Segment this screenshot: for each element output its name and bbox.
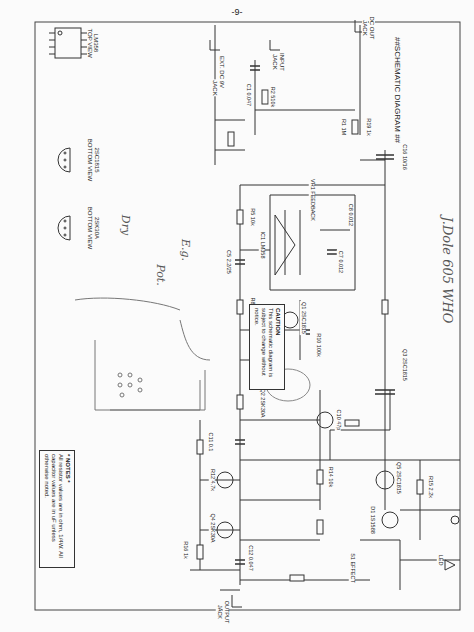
component-label: Q4 2SK30A [209,512,215,543]
part-number: 2SK30A [94,216,100,240]
component-label: LED [437,554,443,567]
component-label: R10 100k [315,332,321,358]
frame [35,22,460,610]
node-heading: * NOTES * [64,454,71,564]
jack-label: DC OUT [369,16,375,41]
wire [240,195,355,290]
pinout-label: BOTTOM VIEW [87,206,93,251]
component-label: C16 10/16 [401,143,407,170]
component-label: Q2 2SK30A [259,387,265,418]
diagram-title: ##SCHEMATIC DIAGRAM ## [393,36,401,144]
node-heading: CAUTION [274,308,281,386]
node-body: This schematic diagram is subject to cha… [253,308,274,386]
wire [240,150,385,585]
component-label: C5 2.2/25 [225,249,231,275]
component-label: D1 1S1588 [369,505,375,535]
component-label: Q1 2SC1815 [300,301,306,335]
component-label: IC1 LM358 [259,231,265,260]
handwritten-note: Dry [120,214,131,236]
component-label: R19 1k [365,117,371,136]
jack-symbol [210,20,459,607]
node-body: All resistor values are in ohm, 1/4W. Al… [43,454,64,564]
jack-label: JACK [272,53,278,70]
component-label: R12 4.7k [209,468,215,492]
part-number: LM358 [93,33,99,53]
component-label: R14 10k [327,466,333,489]
component-label: R16 1k [182,540,188,559]
pinout-label: TOP VIEW [87,27,93,58]
opamp-symbol [275,215,295,275]
pinout-label: BOTTOM VIEW [87,138,93,183]
jack-label: OUTPUT [223,600,229,625]
jack-label: EXT. DC 9V [219,55,225,89]
component-label: C11 0.1 [207,432,213,453]
capacitor-symbol [235,66,395,564]
component-label: C1 0.047 [245,83,251,107]
jack-label: JACK [362,19,368,36]
jack-label: JACK [212,79,218,96]
transistor-pinout [58,148,70,240]
handwritten-note: J.Dole 605 WHO [441,216,454,325]
component-label: R2 510k [269,86,275,109]
jack-label: JACK [216,604,222,620]
component-label: C8 0.012 [347,203,353,227]
page-number: -9- [231,8,244,17]
wire [330,390,460,590]
handwritten-sketch [75,298,210,410]
caution-box: CAUTIONThis schematic diagram is subject… [249,304,285,390]
resistor-symbol [197,90,423,581]
wire [240,300,460,580]
component-label: C10 47p [335,409,341,432]
component-label: Q3 2SC1815 [401,348,407,382]
notes-box: * NOTES *All resistor values are in ohm,… [39,450,75,568]
component-label: C12 0.047 [247,544,253,571]
ic-pinout [49,28,87,58]
jack-label: INPUT [279,52,285,72]
component-label: Q5 2SC1815 [395,461,401,495]
handwritten-note: E.g. [180,238,191,262]
part-number: 2SC1815 [94,146,100,173]
node-text-group: * NOTES *All resistor values are in ohm,… [43,454,71,564]
component-label: R15 2.2k [427,475,433,499]
handwritten-note: Pot. [155,263,166,287]
component-label: R1 1M [340,118,346,136]
wire [215,25,385,165]
transistor-symbol [217,312,398,538]
component-label: S1 EFFECT [349,552,355,584]
component-label: R5 10k [249,207,255,226]
node-text-group: CAUTIONThis schematic diagram is subject… [253,308,281,386]
component-label: C7 0.012 [337,250,343,274]
wire [190,420,240,590]
component-label: VR1 FEEDBACK [309,178,315,222]
